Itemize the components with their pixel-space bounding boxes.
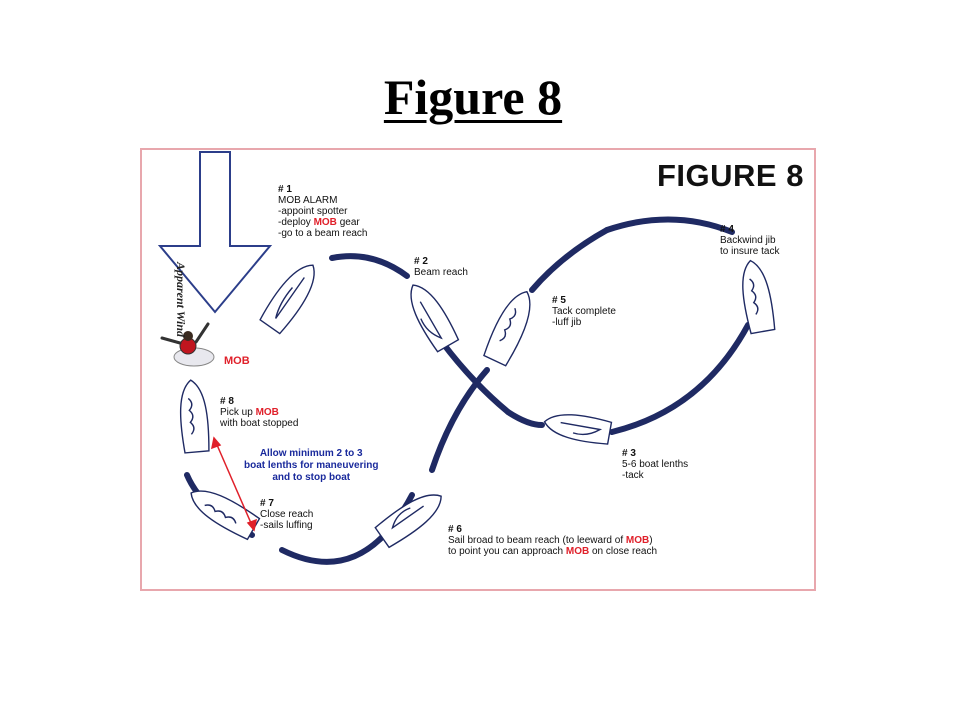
diagram-title: FIGURE 8 <box>657 158 804 193</box>
path-segment-5-6 <box>429 367 490 473</box>
step-3-label: # 3 5-6 boat lenths -tack <box>622 448 689 481</box>
path-segment-crossing-3 <box>505 409 545 428</box>
figure-8-diagram: FIGURE 8 Apparent Wind MOB # 1 MOB ALARM… <box>140 148 816 591</box>
wind-label: Apparent Wind <box>174 262 188 338</box>
step-4-label: # 4 Backwind jib to insure tack <box>720 224 780 257</box>
path-segment-4-top <box>604 216 735 235</box>
distance-arrow <box>210 436 258 532</box>
boat-4 <box>742 259 776 335</box>
step-8-label: # 8 Pick up MOB with boat stopped <box>220 396 299 429</box>
path-segment-1-2 <box>329 253 410 279</box>
boat-2 <box>410 284 460 353</box>
path-segment-3-4 <box>609 322 751 435</box>
slide-title-text: Figure 8 <box>383 69 563 125</box>
step-2-label: # 2 Beam reach <box>414 256 468 278</box>
boat-1 <box>259 264 315 335</box>
slide-title: Figure 8 <box>0 68 946 126</box>
diagram-graphics <box>157 151 776 565</box>
allow-distance-note: Allow minimum 2 to 3 boat lenths for man… <box>244 448 379 483</box>
step-7-label: # 7 Close reach -sails luffing <box>260 498 314 531</box>
mob-person-icon <box>160 322 215 367</box>
path-segment-2-crossing <box>439 339 511 415</box>
boat-6 <box>374 494 442 549</box>
path-segment-top-5 <box>529 227 610 293</box>
mob-label: MOB <box>224 355 250 367</box>
step-6-label: # 6 Sail broad to beam reach (to leeward… <box>448 524 658 557</box>
step-5-label: # 5 Tack complete -luff jib <box>552 295 616 328</box>
boat-8 <box>179 379 210 454</box>
boat-3 <box>543 414 613 445</box>
boats <box>179 259 776 549</box>
wind-arrow <box>157 151 273 314</box>
step-1-label: # 1 MOB ALARM -appoint spotter -deploy M… <box>278 184 368 239</box>
boat-5 <box>483 290 531 367</box>
